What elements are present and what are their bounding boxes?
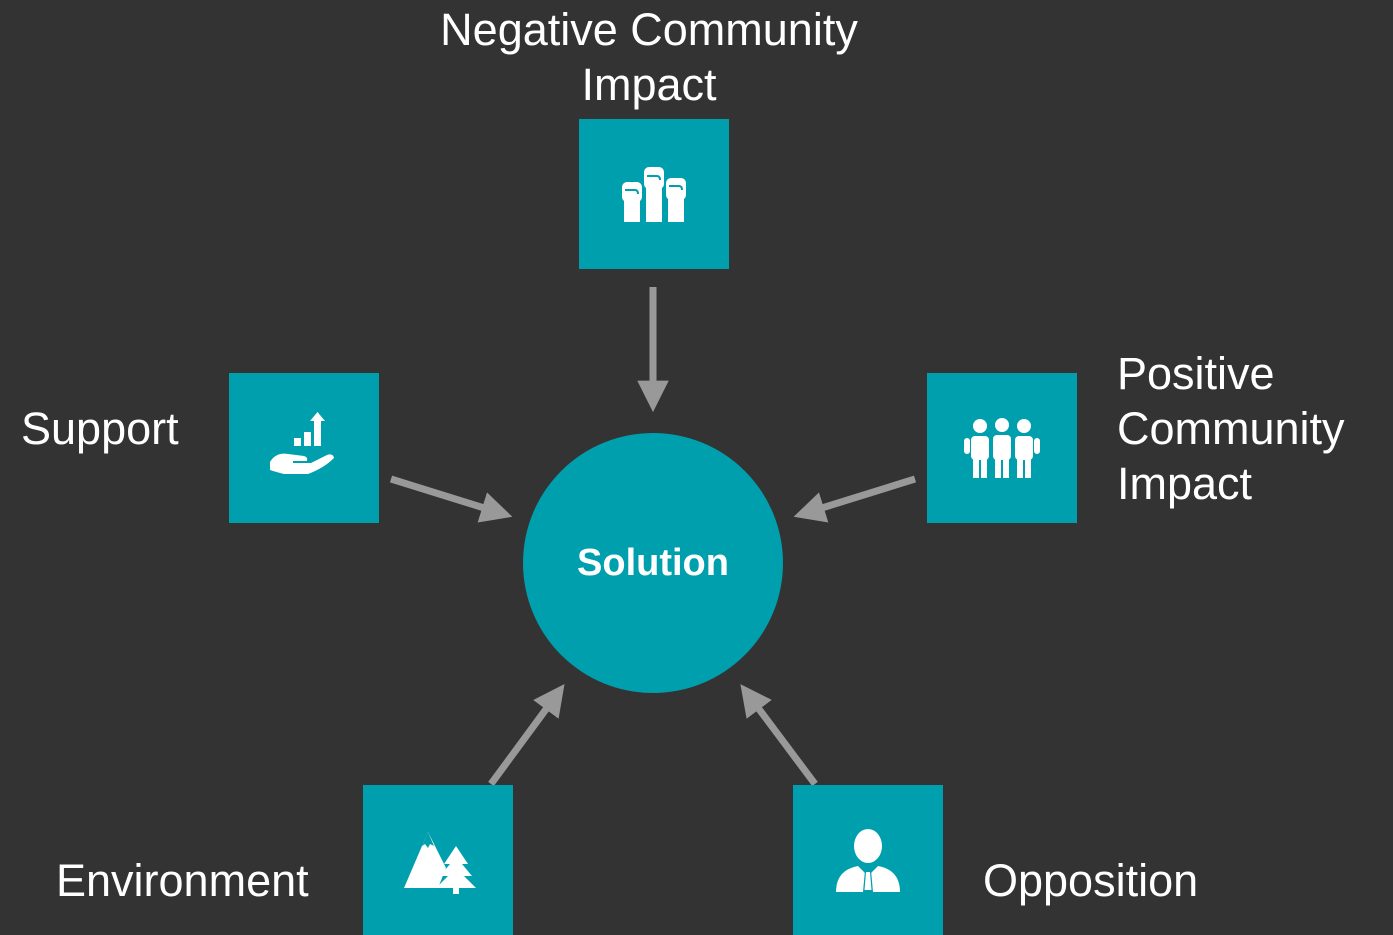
environment-label: Environment [56,855,309,906]
arrow-opposition-to-solution [740,684,818,787]
mountain-trees-icon [404,832,476,894]
opposition-box [793,785,943,935]
arrow-support-to-solution [389,475,513,523]
support-label: Support [21,403,179,454]
hand-growth-chart-icon [270,412,334,474]
negative-community-impact-label: Negative Community Impact [440,4,858,110]
businessman-icon [836,829,900,892]
positive-community-impact-label: Positive Community Impact [1117,348,1345,509]
positive-community-impact-box [927,373,1077,523]
support-box [229,373,379,523]
arrow-positive-to-solution [793,475,917,523]
environment-box [363,785,513,935]
raised-fists-icon [622,167,686,222]
solution-circle: Solution [523,433,783,693]
arrow-environment-to-solution [488,684,565,787]
opposition-label: Opposition [983,855,1199,906]
solution-label: Solution [577,541,729,584]
community-people-icon [964,418,1040,478]
negative-community-impact-box [579,119,729,269]
